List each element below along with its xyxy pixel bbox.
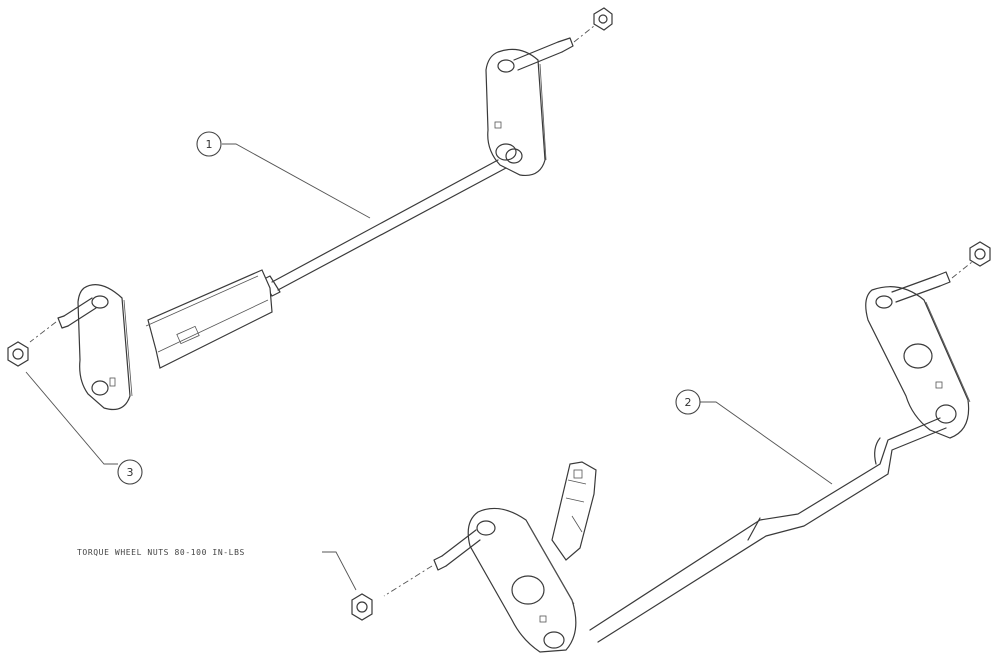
torque-note-text: TORQUE WHEEL NUTS 80-100 IN-LBS: [77, 548, 245, 557]
lower-axle-assembly: [351, 241, 991, 653]
callout-3: 3: [25, 371, 143, 485]
callout-3-label: 3: [127, 466, 134, 479]
callout-1: 1: [196, 131, 371, 219]
upper-axle-assembly: [7, 7, 613, 411]
upper-left-nut: [7, 341, 29, 367]
lower-lever-bracket: [551, 461, 597, 561]
upper-cylinder: [145, 269, 273, 369]
callout-2-label: 2: [685, 396, 692, 409]
upper-right-nut: [593, 7, 613, 31]
callout-1-label: 1: [206, 138, 213, 151]
callout-2: 2: [675, 389, 833, 485]
lower-left-nut: [351, 593, 373, 621]
upper-right-plate: [485, 48, 547, 177]
torque-note: TORQUE WHEEL NUTS 80-100 IN-LBS: [77, 548, 357, 591]
lower-right-nut: [969, 241, 991, 267]
upper-left-plate: [77, 284, 133, 411]
lower-right-plate: [865, 286, 971, 439]
